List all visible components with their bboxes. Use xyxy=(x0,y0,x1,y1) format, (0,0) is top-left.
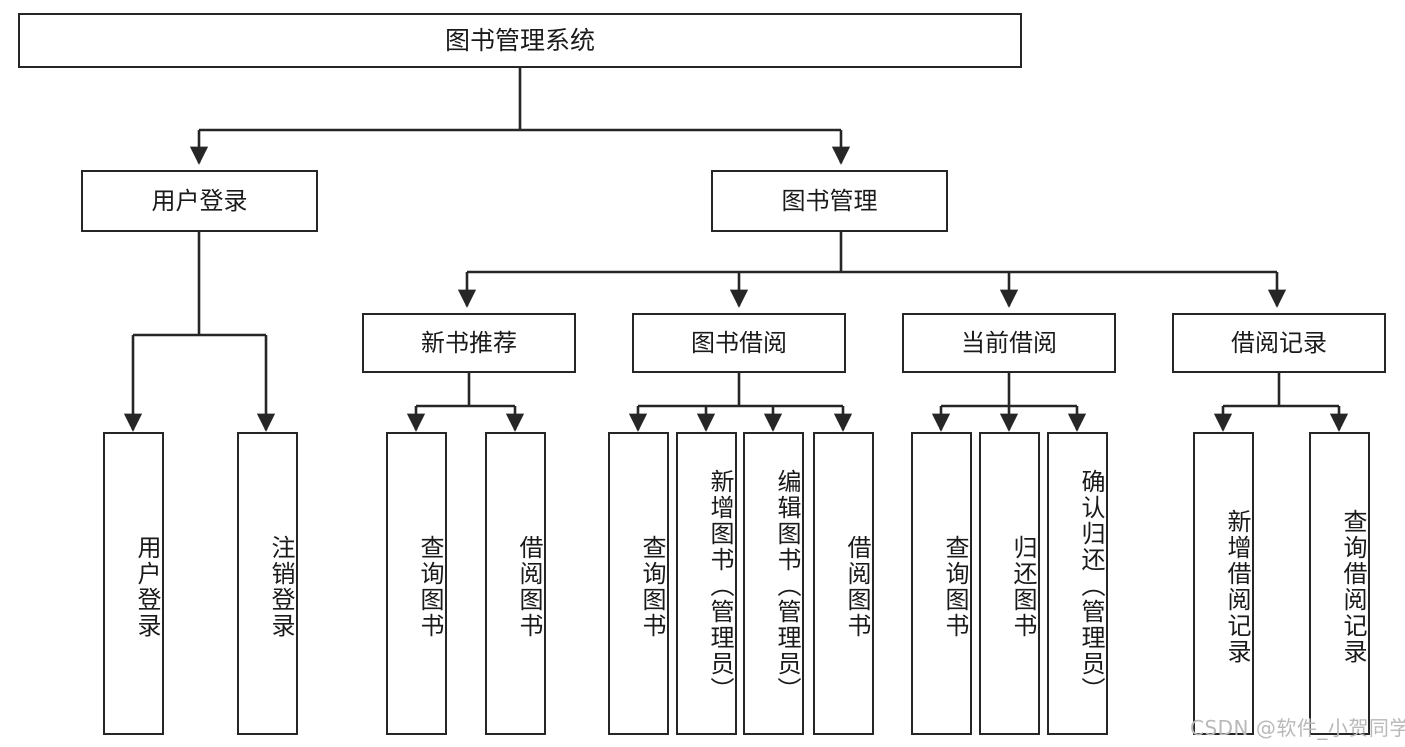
node-label: 借阅图书 xyxy=(515,534,543,639)
csdn-watermark: CSDN @软件_小贺同学 xyxy=(1190,716,1405,740)
leaf-borrow-record-query-record[interactable]: 查询借阅记录 xyxy=(1309,432,1370,735)
leaf-book-borrow-query-book[interactable]: 查询图书 xyxy=(608,432,669,735)
leaf-borrow-record-add-record[interactable]: 新增借阅记录 xyxy=(1193,432,1254,735)
leaf-user-login-logout[interactable]: 注销登录 xyxy=(237,432,298,735)
leaf-book-borrow-borrow-book[interactable]: 借阅图书 xyxy=(813,432,874,735)
leaf-new-book-borrow-book[interactable]: 借阅图书 xyxy=(485,432,546,735)
node-book-management-system[interactable]: 图书管理系统 xyxy=(18,13,1022,68)
node-borrow-record[interactable]: 借阅记录 xyxy=(1172,313,1386,373)
node-label: 用户登录 xyxy=(133,534,161,639)
node-label: 图书借阅 xyxy=(691,328,787,357)
node-label: 编辑图书（管理员） xyxy=(773,468,801,703)
leaf-user-login-login[interactable]: 用户登录 xyxy=(103,432,164,735)
node-label: 借阅图书 xyxy=(843,534,871,639)
node-label: 图书管理 xyxy=(781,186,878,215)
leaf-book-borrow-add-book-admin[interactable]: 新增图书（管理员） xyxy=(676,432,737,735)
node-new-book-recommend[interactable]: 新书推荐 xyxy=(362,313,576,373)
node-label: 注销登录 xyxy=(267,534,295,639)
node-label: 查询图书 xyxy=(941,534,969,639)
node-label: 新增图书（管理员） xyxy=(706,468,734,703)
node-label: 借阅记录 xyxy=(1231,328,1327,357)
node-user-login[interactable]: 用户登录 xyxy=(81,170,318,232)
node-label: 查询图书 xyxy=(416,534,444,639)
leaf-new-book-query-book[interactable]: 查询图书 xyxy=(386,432,447,735)
node-label: 图书管理系统 xyxy=(444,25,595,55)
leaf-current-borrow-query-book[interactable]: 查询图书 xyxy=(911,432,972,735)
node-label: 新书推荐 xyxy=(421,328,517,357)
node-label: 用户登录 xyxy=(151,186,248,215)
leaf-book-borrow-edit-book-admin[interactable]: 编辑图书（管理员） xyxy=(743,432,804,735)
node-label: 查询图书 xyxy=(638,534,666,639)
node-current-borrow[interactable]: 当前借阅 xyxy=(902,313,1116,373)
leaf-current-borrow-confirm-return-admin[interactable]: 确认归还（管理员） xyxy=(1047,432,1108,735)
node-book-borrow[interactable]: 图书借阅 xyxy=(632,313,846,373)
node-label: 新增借阅记录 xyxy=(1223,508,1251,665)
node-label: 确认归还（管理员） xyxy=(1077,468,1105,703)
node-label: 当前借阅 xyxy=(961,328,1057,357)
node-book-management[interactable]: 图书管理 xyxy=(711,170,948,232)
leaf-current-borrow-return-book[interactable]: 归还图书 xyxy=(979,432,1040,735)
node-label: 归还图书 xyxy=(1009,534,1037,639)
node-label: 查询借阅记录 xyxy=(1339,508,1367,665)
